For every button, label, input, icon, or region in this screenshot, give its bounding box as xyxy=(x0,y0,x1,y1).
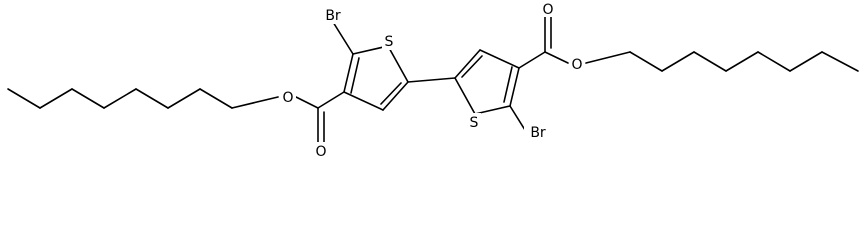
bond xyxy=(661,51,695,72)
bond xyxy=(725,51,759,72)
atom-labels: Br S O O S Br O O xyxy=(280,1,585,160)
oxygen-ester-left: O xyxy=(282,90,293,106)
bond xyxy=(479,49,520,69)
bond xyxy=(317,91,345,109)
bond xyxy=(39,88,73,109)
bromine-atom-left: Br xyxy=(325,8,341,24)
bond xyxy=(7,88,41,109)
bond xyxy=(518,51,546,69)
bond xyxy=(343,53,354,93)
bond xyxy=(454,77,476,115)
bond xyxy=(380,82,402,105)
label-backdrop xyxy=(467,113,481,131)
bond xyxy=(757,51,791,72)
bond xyxy=(295,96,319,109)
bond xyxy=(585,51,631,64)
sulfur-atom-left: S xyxy=(385,34,394,50)
bond xyxy=(332,21,354,55)
molecule-structure: Br S O O S Br O O xyxy=(7,1,859,160)
bond xyxy=(407,77,456,83)
bond xyxy=(71,88,105,109)
label-backdrop xyxy=(540,1,556,17)
bond xyxy=(474,105,511,115)
bond xyxy=(382,81,409,111)
bromine-atom-right: Br xyxy=(530,125,546,141)
oxygen-carbonyl-left: O xyxy=(315,144,326,160)
label-backdrop xyxy=(382,32,396,50)
bond xyxy=(135,88,169,109)
bond xyxy=(629,51,663,72)
bond xyxy=(789,51,823,72)
bond xyxy=(544,51,569,64)
bond xyxy=(231,96,279,109)
bond xyxy=(693,51,727,72)
oxygen-ester-right: O xyxy=(571,57,582,73)
label-backdrop xyxy=(313,142,329,160)
bond xyxy=(387,45,409,83)
bond xyxy=(199,88,233,109)
sulfur-atom-right: S xyxy=(470,115,479,131)
bond xyxy=(821,51,859,72)
bonds xyxy=(7,14,859,146)
label-backdrop xyxy=(280,88,296,106)
bond xyxy=(350,57,360,94)
bond xyxy=(343,91,384,111)
oxygen-carbonyl-right: O xyxy=(542,2,553,18)
label-backdrop xyxy=(524,123,552,141)
bond xyxy=(509,67,520,107)
bond xyxy=(461,55,483,78)
label-backdrop xyxy=(569,55,585,73)
bond xyxy=(103,88,137,109)
bond xyxy=(167,88,201,109)
bond xyxy=(503,66,513,103)
label-backdrop xyxy=(319,6,347,24)
bond xyxy=(454,49,481,79)
